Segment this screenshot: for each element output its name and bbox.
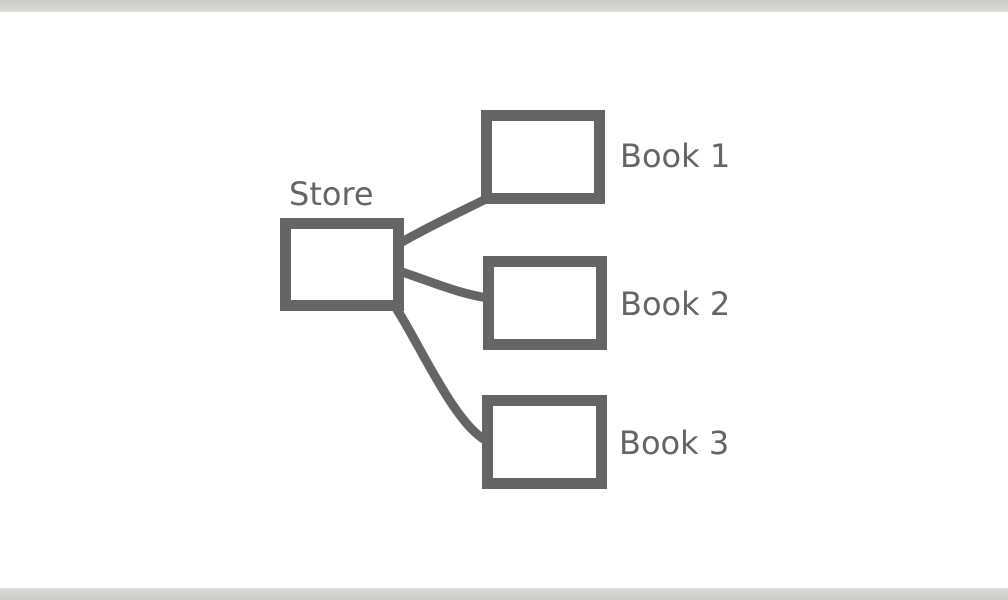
- edge-store-book-3: [391, 303, 492, 446]
- book-1-label: Book 1: [620, 137, 731, 175]
- edge-store-book-1: [397, 194, 491, 247]
- book-2-node: [483, 256, 607, 350]
- top-frame-bar: [0, 0, 1008, 12]
- bottom-frame-bar: [0, 588, 1008, 600]
- book-3-label: Book 3: [619, 424, 730, 462]
- edge-store-book-2: [397, 267, 493, 303]
- store-node: [280, 218, 404, 311]
- book-1-node: [481, 110, 605, 204]
- book-3-node: [482, 395, 607, 489]
- book-2-label: Book 2: [620, 285, 731, 323]
- store-label: Store: [289, 175, 374, 213]
